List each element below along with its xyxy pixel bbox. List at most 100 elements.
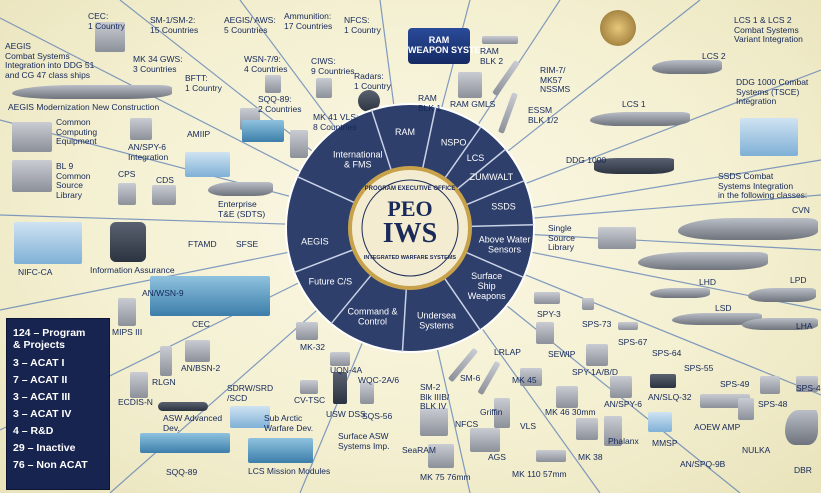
wheel-segment-1: RAM [395,127,415,137]
label-sub-arctic: Sub Arctic Warfare Dev. [264,413,314,433]
label-sdrw: SDRW/SRD /SCD [227,383,274,403]
dbr-image [785,410,818,445]
spy6-image [130,118,152,140]
wheel-divider [443,125,482,180]
label-lrlap: LRLAP [494,347,521,357]
spy1-image [586,344,608,366]
logo-top-text: PROGRAM EXECUTIVE OFFICE [364,186,456,192]
wsn7-image [265,75,281,93]
stat-row: 29 – Inactive [13,442,75,454]
label-dbr: DBR [794,465,812,475]
wheel-divider [330,273,373,325]
label-sps73: SPS-73 [582,319,612,329]
sps48-image [760,376,780,394]
label-lsd: LSD [715,303,732,313]
stat-count: 3 [13,357,19,369]
label-bl9: BL 9 Common Source Library [56,161,91,200]
lhd-image [638,252,768,270]
ecdis-image [130,372,148,398]
subarctic-image [230,406,270,428]
label-sps49: SPS-49 [720,379,750,389]
aegis-ships-image [12,85,172,99]
bsn2-image [185,340,210,362]
wheel-segment-11: AEGIS [301,236,329,246]
label-information-assurance: Information Assurance [90,265,175,275]
stat-count: 124 [13,327,31,339]
label-cvtsc: CV-TSC [294,395,326,405]
label-mk38: MK 38 [578,452,603,462]
sqs56-image [360,382,374,404]
wheel-divider [421,106,437,170]
stat-row: 3 – ACAT IV [13,408,71,420]
stat-dash: – [18,374,31,386]
sewip-image [536,322,554,344]
label-mk46: MK 46 30mm [545,407,596,417]
stat-dash: – [24,442,37,454]
label-lcs1: LCS 1 [622,99,646,109]
mk38-image [576,418,598,440]
usw-image [333,372,347,404]
label-lcs2: LCS 2 [702,51,726,61]
label-spy6: AN/SPY-6 [604,399,642,409]
stat-row: 76 – Non ACAT [13,459,88,471]
wheel-divider [469,224,534,228]
nifc-map-image [14,222,82,264]
logo-bottom-text: INTEGRATED WARFARE SYSTEMS [363,255,457,261]
mk41-image [290,130,308,158]
label-sm1: SM-1/SM-2: 15 Countries [150,15,199,35]
sqq89-scene-image [140,433,230,453]
nulka-image [738,398,754,420]
cce-image [12,122,52,152]
lpd-image [748,288,816,302]
label-sfse: SFSE [236,239,259,249]
label-cec-country: CEC: 1 Country [88,11,125,31]
wheel-segment-0: International& FMS [333,149,383,169]
label-sps55: SPS-55 [684,363,714,373]
stat-label: ACAT II [30,374,68,386]
bl9-image [12,160,52,192]
label-mk34: MK 34 GWS: 3 Countries [133,54,183,74]
stat-label: ACAT I [30,357,65,369]
label-ram-gmls: RAM GMLS [450,99,496,109]
stat-count: 3 [13,391,19,403]
label-sm2: SM-2 Blk IIIB/ BLK IV [420,382,450,411]
label-usw-dss: USW DSS [326,409,366,419]
label-rlgn: RLGN [152,377,176,387]
label-ddg1000-integration: DDG 1000 Combat Systems (TSCE) Integrati… [736,77,809,106]
label-mk45: MK 45 [512,375,537,385]
lcs1-image [590,112,690,126]
stat-count: 4 [13,425,19,437]
phalanx-image [604,416,622,446]
stat-dash: – [18,408,31,420]
label-cce: Common Computing Equipment [56,117,98,146]
ddg1000-image [594,158,674,174]
wheel-divider [455,148,507,191]
label-aegis-aws: AEGIS/ AWS: 5 Countries [224,15,276,35]
sps67-image [618,322,638,330]
wheel-segment-3: LCS [467,153,485,163]
label-ciws: CIWS: 9 Countries [311,56,355,76]
label-mk41: MK 41 VLS: 8 Countries [313,112,359,132]
label-wsn7: WSN-7/9: 4 Countries [244,54,288,74]
stat-count: 76 [13,459,25,471]
stat-label: Non ACAT [36,459,88,471]
label-sm6: SM-6 [460,373,481,383]
label-radars: Radars: 1 Country [354,71,391,91]
searam-image [420,408,448,436]
label-lpd: LPD [790,275,807,285]
stat-label: Program & Projects [13,327,86,351]
label-sqs56: SQS-56 [362,411,393,421]
label-ssds-integration: SSDS Combat Systems Integration in the f… [718,171,808,200]
label-lhd: LHD [699,277,717,287]
wheel-segment-9: Command &Control [347,306,397,326]
cec-network-image [150,276,270,316]
label-aegis-modernization: AEGIS Modernization New Construction [8,102,160,112]
stat-dash: – [18,357,31,369]
label-griffin: Griffin [480,407,503,417]
tsce-diagram-image [740,118,798,156]
padlock-icon [110,222,146,262]
stat-row: 3 – ACAT I [13,357,64,369]
cds-image [152,185,176,205]
cvn-image [678,218,818,240]
